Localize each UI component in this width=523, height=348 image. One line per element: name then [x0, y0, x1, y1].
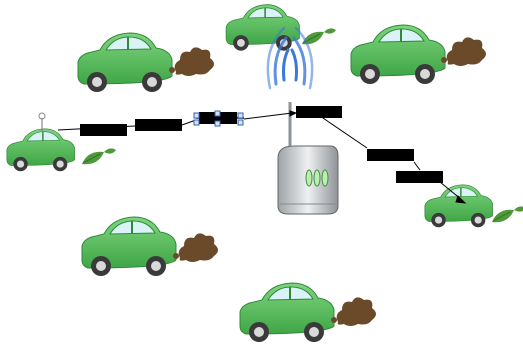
- redacted-label-2: [135, 119, 182, 131]
- selection-handle[interactable]: [193, 119, 200, 126]
- car-icon: [6, 128, 76, 172]
- car-icon: [81, 216, 177, 277]
- selected-connector[interactable]: [193, 110, 244, 127]
- roadside-unit-icon: [277, 102, 339, 215]
- redacted-label-3: [296, 106, 342, 118]
- leaf-exhaust-icon: [81, 147, 117, 165]
- selection-handle[interactable]: [214, 120, 221, 127]
- redacted-label-5: [396, 171, 443, 183]
- antenna-icon: [38, 112, 46, 132]
- car-icon: [77, 32, 173, 93]
- car-icon: [239, 282, 335, 343]
- selection-handle[interactable]: [193, 112, 200, 119]
- selection-handle[interactable]: [237, 112, 244, 119]
- exhaust-smoke-icon: [169, 47, 214, 76]
- selection-handle[interactable]: [214, 110, 221, 117]
- redacted-label-1: [80, 124, 127, 136]
- wireless-signal-icon: [266, 26, 314, 90]
- car-icon: [225, 3, 301, 52]
- car-icon: [424, 184, 494, 228]
- redacted-label-4: [367, 149, 414, 161]
- exhaust-smoke-icon: [441, 37, 486, 66]
- exhaust-smoke-icon: [331, 297, 376, 326]
- exhaust-smoke-icon: [173, 233, 218, 262]
- car-icon: [350, 24, 446, 85]
- leaf-exhaust-icon: [491, 205, 523, 223]
- selection-handle[interactable]: [237, 119, 244, 126]
